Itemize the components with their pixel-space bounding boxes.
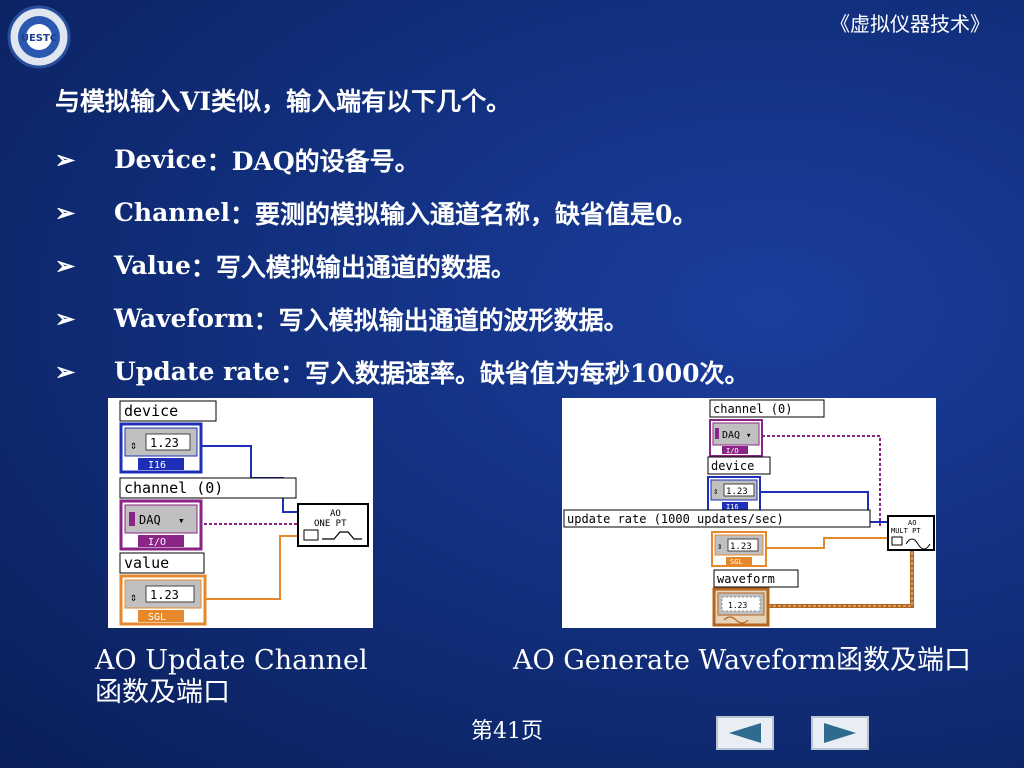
channel-label-box (119, 477, 297, 499)
wave-icon (723, 616, 749, 624)
vi-line1: AO (908, 519, 916, 527)
device-value: 1.23 (150, 436, 179, 450)
channel-value: DAQ (722, 430, 740, 441)
bullet-channel: ➢ Channel：要测的模拟输入通道名称，缺省值是0。 (55, 186, 1005, 239)
ao-mult-pt-vi-icon[interactable] (887, 515, 935, 551)
bullet-term: Device (114, 145, 207, 174)
course-title: 《虚拟仪器技术》 (830, 12, 990, 36)
bullet-desc: ：DAQ的设备号。 (206, 146, 420, 176)
bullet-term: Waveform (114, 304, 254, 333)
value-label: value (124, 554, 169, 572)
intro-text: 与模拟输入VI类似，输入端有以下几个。 (55, 87, 512, 116)
device-label-box (707, 456, 771, 475)
channel-type: I/O (726, 447, 739, 455)
bullet-desc: ：要测的模拟输入通道名称，缺省值是0。 (230, 199, 698, 229)
bullet-waveform: ➢ Waveform：写入模拟输出通道的波形数据。 (55, 292, 1005, 345)
device-type: I16 (726, 503, 739, 511)
dropdown-icon: ▾ (178, 514, 185, 527)
bullet-desc: ：写入模拟输出通道的数据。 (190, 252, 516, 282)
device-label: device (124, 402, 178, 420)
channel-value: DAQ (139, 513, 161, 527)
bullet-arrow-icon: ➢ (55, 304, 76, 333)
rate-label-box (563, 509, 871, 528)
updown-icon: ⇕ (713, 487, 718, 497)
device-wire (760, 491, 888, 523)
bullet-desc: ：写入数据速率。缺省值为每秒1000次。 (279, 358, 750, 388)
value-type: SGL (148, 612, 166, 623)
arrow-right-icon (824, 723, 856, 743)
rate-wire (766, 537, 888, 549)
vi-line2: ONE PT (314, 519, 347, 529)
updown-icon: ⇕ (717, 542, 722, 552)
bullet-arrow-icon: ➢ (55, 198, 76, 227)
channel-label: channel (0) (713, 402, 792, 416)
university-logo: UESTC (7, 5, 71, 69)
device-value: 1.23 (726, 487, 748, 497)
waveform-label: waveform (717, 572, 775, 586)
vi-line2: MULT PT (891, 527, 921, 535)
bullet-term: Value (114, 251, 191, 280)
caption-left-line2: 函数及端口 (95, 677, 230, 708)
device-label-box (119, 400, 217, 422)
bullet-device: ➢ Device：DAQ的设备号。 (55, 133, 1005, 186)
caption-ao-update-channel: AO Update Channel 函数及端口 (95, 645, 368, 709)
ao-update-channel-diagram: device ⇕ 1.23 I16 channel (0) DAQ ▾ I/O … (108, 398, 373, 628)
bullet-update-rate: ➢ Update rate：写入数据速率。缺省值为每秒1000次。 (55, 345, 1005, 398)
bullet-term: Update rate (114, 357, 280, 386)
value-label-box (119, 552, 205, 574)
bullet-term: Channel (114, 198, 231, 227)
waveform-value: 1.23 (728, 601, 747, 610)
previous-slide-button[interactable] (716, 716, 774, 750)
dropdown-icon: ▾ (746, 431, 751, 441)
channel-label: channel (0) (124, 479, 223, 497)
bullet-list: 与模拟输入VI类似，输入端有以下几个。 ➢ Device：DAQ的设备号。 ➢ … (55, 80, 1005, 398)
channel-label-box (709, 399, 825, 418)
device-type: I16 (148, 460, 166, 471)
value-value: 1.23 (150, 588, 179, 602)
bullet-arrow-icon: ➢ (55, 251, 76, 280)
bullet-arrow-icon: ➢ (55, 145, 76, 174)
rate-type: SGL (730, 558, 743, 566)
updown-icon: ⇕ (130, 438, 137, 452)
bullet-desc: ：写入模拟输出通道的波形数据。 (253, 305, 629, 335)
vi-line1: AO (330, 509, 341, 519)
bullet-value: ➢ Value：写入模拟输出通道的数据。 (55, 239, 1005, 292)
arrow-left-icon (729, 723, 761, 743)
value-wire (204, 535, 300, 600)
rate-label: update rate (1000 updates/sec) (567, 512, 784, 526)
bullet-arrow-icon: ➢ (55, 357, 76, 386)
channel-type: I/O (148, 537, 166, 548)
page-number: 第41页 (471, 719, 543, 744)
waveform-label-box (713, 569, 799, 588)
device-label: device (711, 459, 754, 473)
caption-ao-generate-waveform: AO Generate Waveform函数及端口 (513, 645, 972, 676)
channel-wire (762, 435, 881, 526)
logo-text: UESTC (21, 33, 57, 44)
updown-icon: ⇕ (130, 590, 137, 604)
caption-left-line1: AO Update Channel (95, 645, 368, 676)
next-slide-button[interactable] (811, 716, 869, 750)
rate-value: 1.23 (730, 542, 752, 552)
ao-generate-waveform-diagram: channel (0) DAQ ▾ I/O device ⇕ 1.23 I16 … (562, 398, 936, 628)
